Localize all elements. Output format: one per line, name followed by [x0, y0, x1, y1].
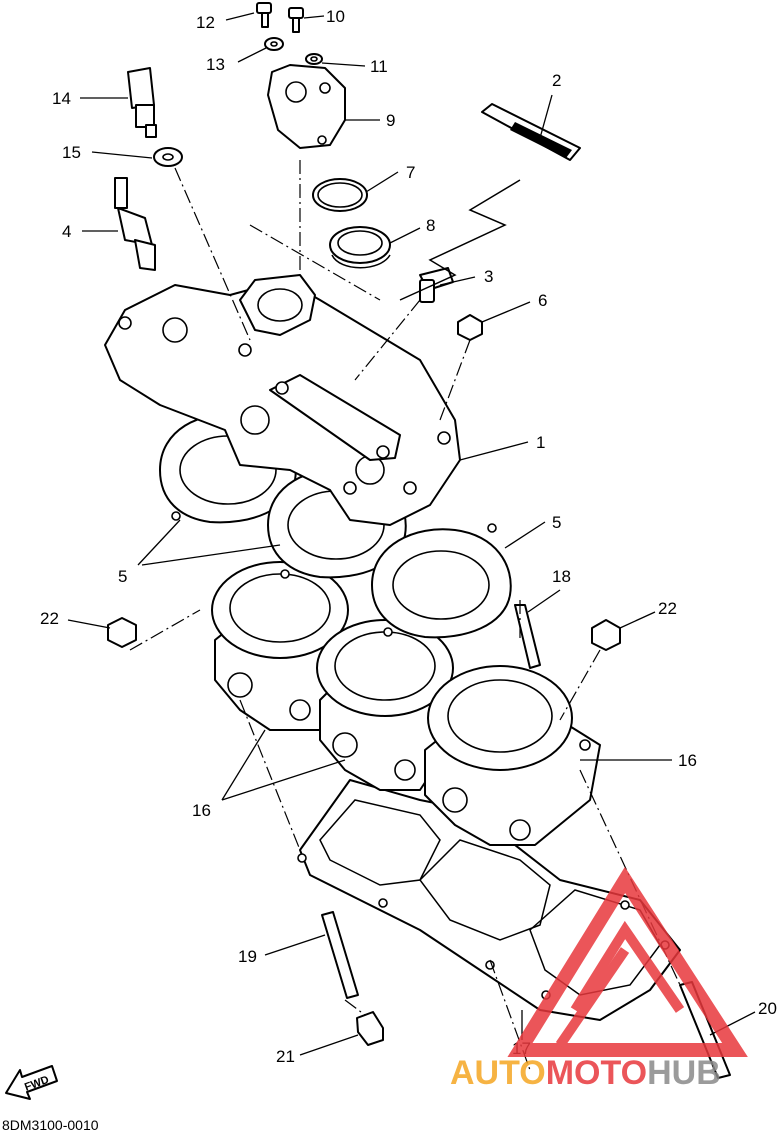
fitting-3: [419, 267, 454, 303]
washer-11: [305, 53, 323, 65]
nut-22-left: [107, 617, 137, 648]
stud-18: [514, 604, 541, 669]
callout-19: 19: [238, 947, 257, 966]
callout-21: 21: [276, 1047, 295, 1066]
callout-16-right: 16: [678, 751, 697, 770]
stud-19: [321, 911, 359, 999]
dowel-21: [356, 1011, 384, 1046]
callout-14: 14: [52, 89, 71, 108]
callout-12: 12: [196, 13, 215, 32]
callout-2: 2: [552, 71, 561, 90]
bolt-10: [288, 7, 304, 33]
watermark-logo-triangle: [507, 866, 748, 1057]
callout-18: 18: [552, 567, 571, 586]
callout-13: 13: [206, 55, 225, 74]
nut-6: [457, 314, 483, 341]
callout-20: 20: [758, 999, 777, 1018]
cylinder-right: [424, 665, 601, 846]
temperature-sensor: [127, 67, 157, 138]
watermark-text-hub: HUB: [647, 1054, 721, 1092]
callout-3: 3: [484, 267, 493, 286]
callout-4: 4: [62, 222, 71, 241]
callout-8: 8: [426, 216, 435, 235]
callout-22-left: 22: [40, 609, 59, 628]
label-plate: [481, 103, 581, 161]
washer-15: [153, 147, 183, 167]
callout-6: 6: [538, 291, 547, 310]
svg-text:AUTOMOTOHUB: AUTOMOTOHUB: [450, 1054, 721, 1092]
diagram-code: 8DM3100-0010: [2, 1117, 99, 1133]
thermostat-8: [329, 226, 391, 269]
watermark-text-moto: MOTO: [546, 1054, 647, 1092]
callout-9: 9: [386, 111, 395, 130]
head-gasket-3: [371, 523, 512, 639]
thermostat-cover: [267, 64, 346, 149]
callout-1: 1: [536, 433, 545, 452]
callout-11: 11: [370, 57, 388, 76]
callout-5-left: 5: [118, 567, 127, 586]
automotohub-watermark: AUTOMOTOHUB: [450, 866, 748, 1092]
bolt-12: [256, 2, 272, 28]
callout-10: 10: [326, 7, 345, 26]
forward-direction-arrow: FWD: [5, 1065, 58, 1100]
leader-lines: [67, 12, 756, 1056]
washer-13: [264, 37, 284, 51]
callout-15: 15: [62, 143, 81, 162]
o-ring-7: [312, 178, 368, 212]
callout-5-right: 5: [552, 513, 561, 532]
callout-7: 7: [406, 163, 415, 182]
cylinder-left: [211, 561, 349, 731]
cylinder-head: [104, 274, 461, 526]
callout-22-right: 22: [658, 599, 677, 618]
spark-plug: [114, 177, 156, 271]
nut-22-right: [591, 619, 621, 651]
cylinder-center: [316, 619, 454, 791]
callout-16-left: 16: [192, 801, 211, 820]
watermark-text-auto: AUTO: [450, 1054, 546, 1092]
